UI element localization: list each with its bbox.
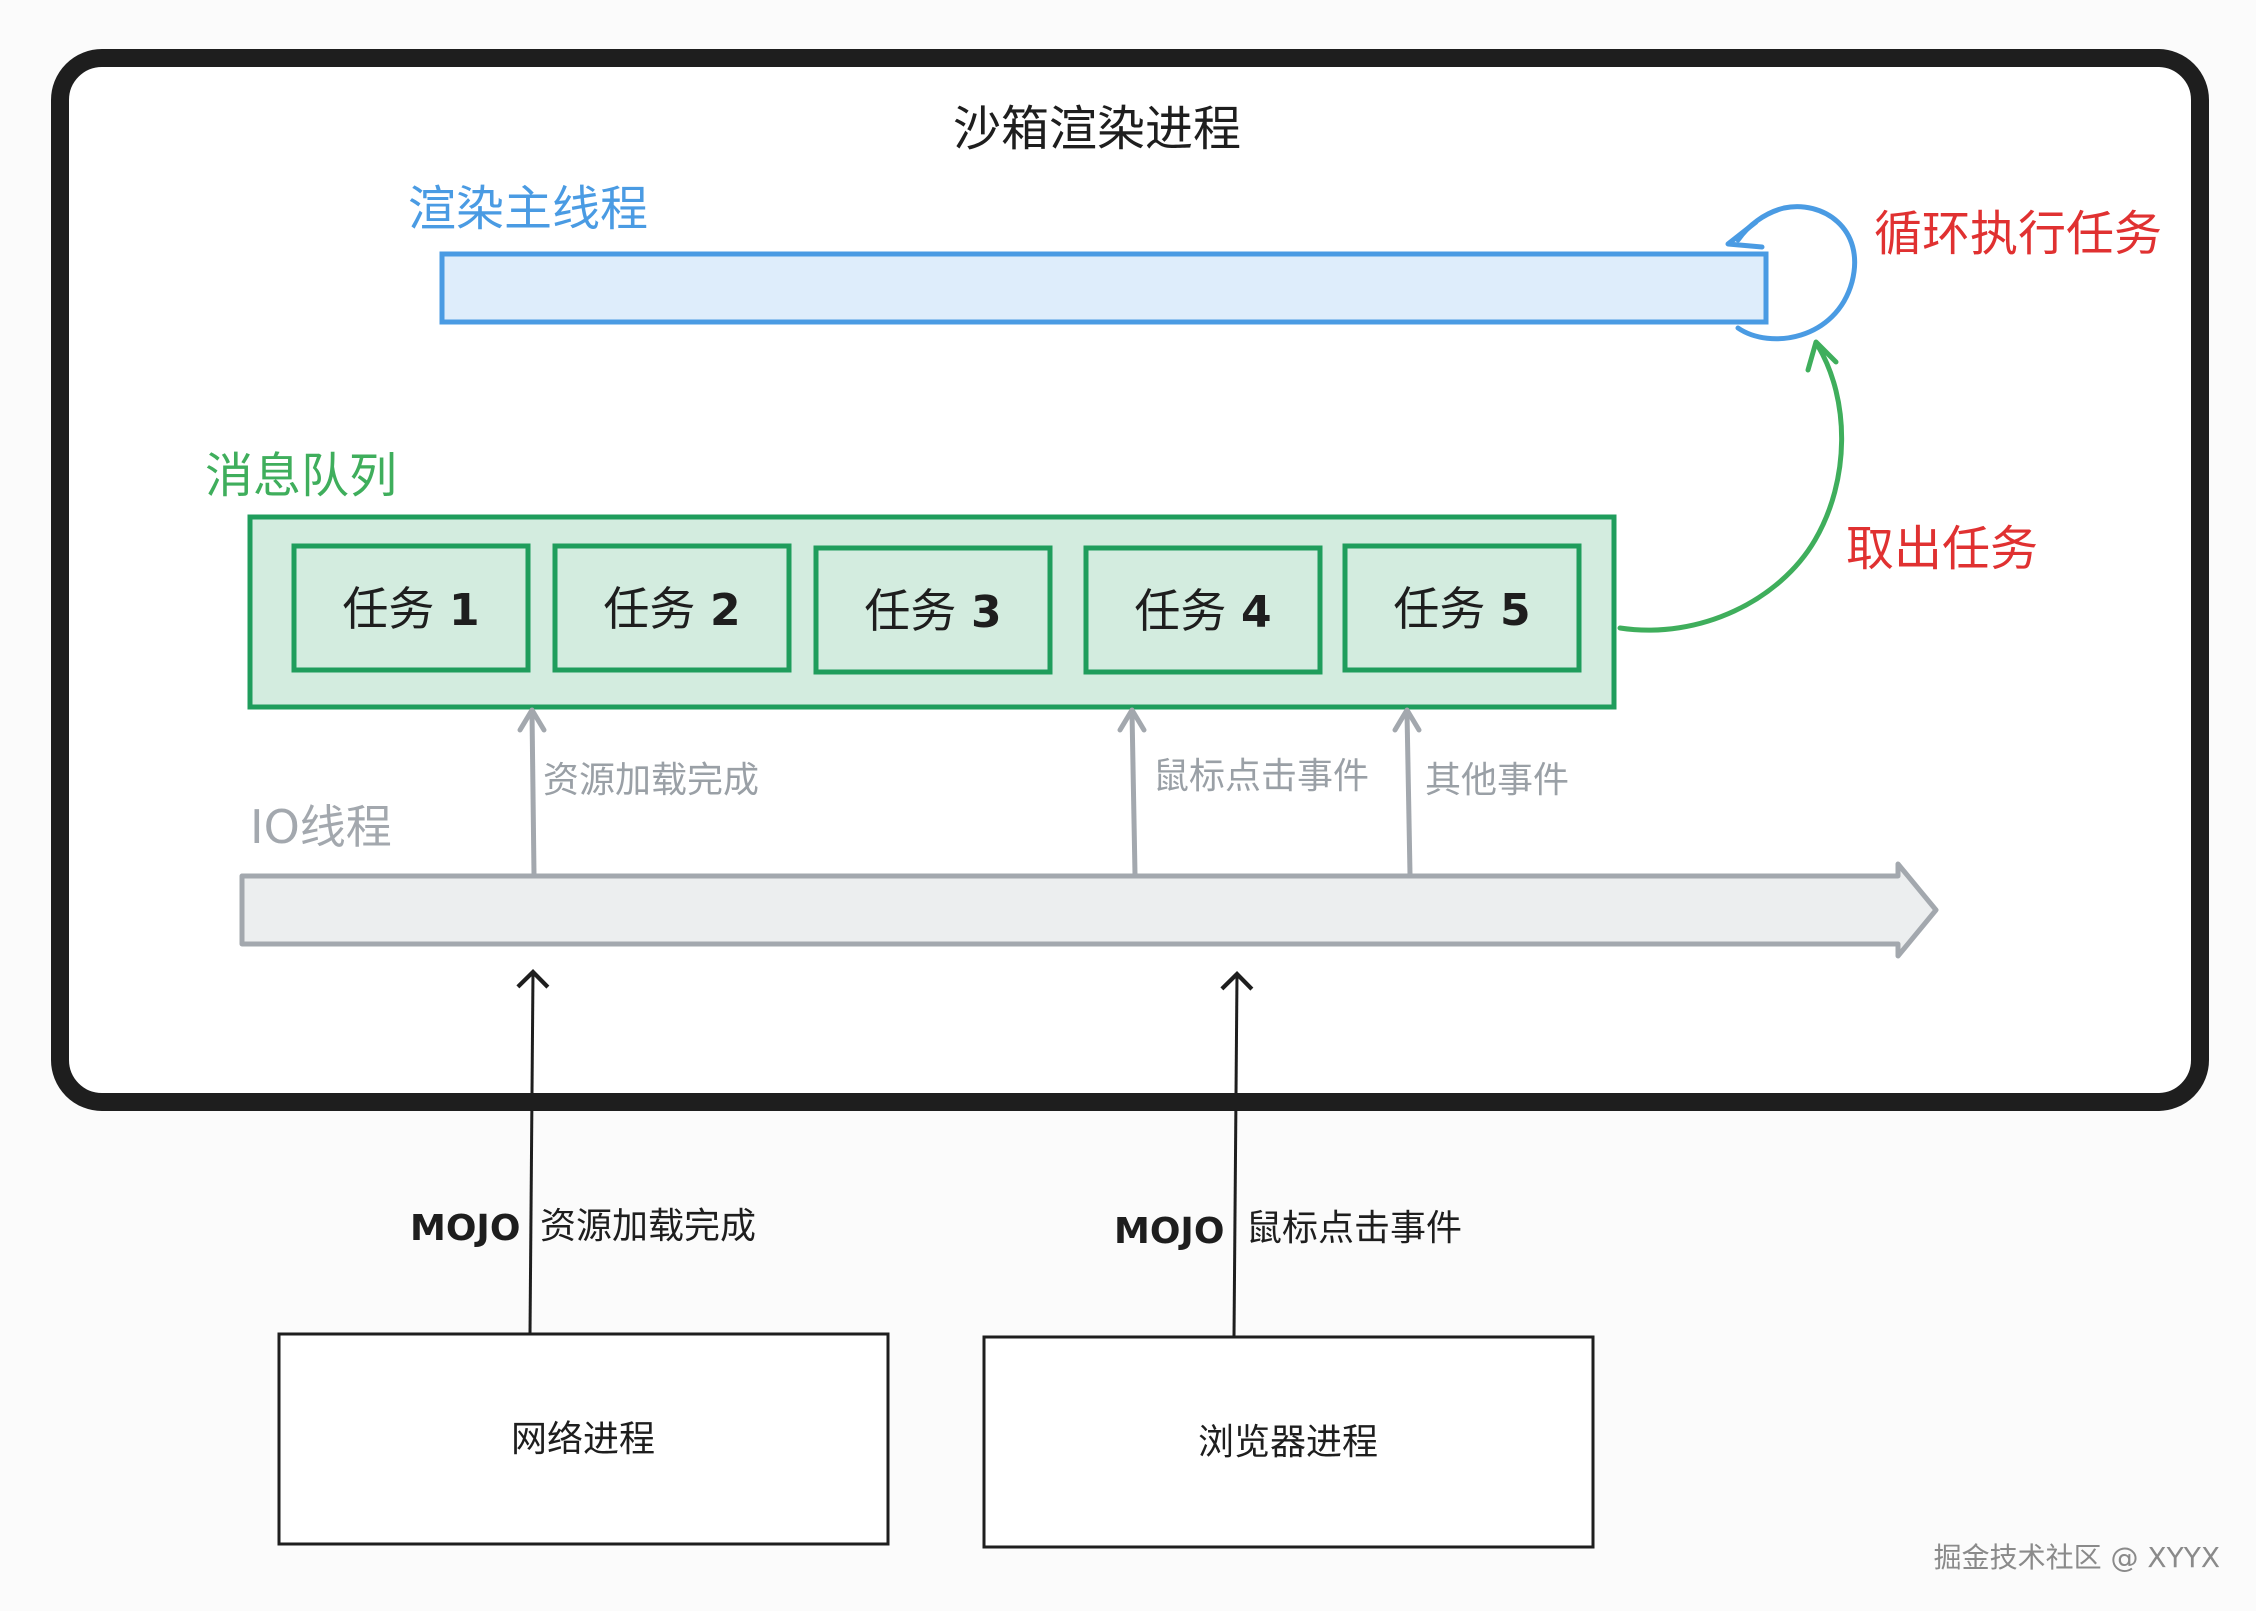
queue-label: 消息队列	[205, 448, 397, 504]
network-process-label: 网络进程	[511, 1419, 655, 1460]
task-box	[552, 543, 792, 673]
task-text: 任务 3	[864, 584, 1001, 638]
loop-label: 循环执行任务	[1874, 206, 2162, 262]
task-item: 任务 1	[291, 543, 531, 673]
event-arrowhead	[1392, 707, 1422, 733]
task-item: 任务 3	[813, 545, 1053, 675]
task-box	[813, 545, 1053, 675]
ipc-channel-label: MOJO	[1114, 1211, 1224, 1252]
task-box	[1342, 543, 1582, 673]
main-thread-label: 渲染主线程	[408, 181, 648, 237]
io-event-arrow	[1117, 707, 1147, 875]
take-task-label: 取出任务	[1846, 521, 2038, 577]
io-thread-arrow	[239, 861, 1939, 959]
io-event-arrow	[517, 707, 547, 875]
main-thread-bar	[439, 251, 1769, 325]
take-task-arrow	[1617, 343, 1845, 633]
ipc-arrow-network	[516, 969, 550, 1335]
ipc-arrow-browser	[1220, 971, 1254, 1337]
network-process-box	[277, 1332, 890, 1546]
task-text: 任务 1	[342, 582, 479, 636]
loop-arrow	[1735, 204, 1858, 342]
ipc-message-label: 资源加载完成	[540, 1206, 756, 1247]
io-thread-label: IO线程	[250, 800, 392, 854]
task-text: 任务 2	[603, 582, 740, 636]
browser-process-label: 浏览器进程	[1198, 1422, 1378, 1463]
task-text: 任务 4	[1134, 584, 1271, 638]
sandbox-title: 沙箱渲染进程	[953, 101, 1241, 157]
loop-arrowhead	[1725, 219, 1765, 250]
task-text: 任务 5	[1393, 582, 1530, 636]
task-item: 任务 4	[1083, 545, 1323, 675]
io-event-arrow	[1392, 707, 1422, 875]
browser-process-box	[982, 1335, 1595, 1549]
ipc-channel-label: MOJO	[410, 1208, 520, 1249]
take-task-arrowhead	[1805, 339, 1839, 373]
watermark: 掘金技术社区 @ XYYX	[1934, 1541, 2220, 1574]
event-arrowhead	[1117, 707, 1147, 733]
event-arrowhead	[517, 707, 547, 733]
task-item: 任务 5	[1342, 543, 1582, 673]
event-line	[529, 711, 537, 875]
ipc-message-label: 鼠标点击事件	[1246, 1208, 1462, 1249]
event-line	[1404, 711, 1413, 875]
task-box	[291, 543, 531, 673]
io-event-label: 鼠标点击事件	[1153, 756, 1369, 797]
io-event-label: 资源加载完成	[543, 760, 759, 801]
task-item: 任务 2	[552, 543, 792, 673]
io-event-label: 其他事件	[1425, 760, 1569, 801]
task-box	[1083, 545, 1323, 675]
event-line	[1129, 711, 1138, 875]
